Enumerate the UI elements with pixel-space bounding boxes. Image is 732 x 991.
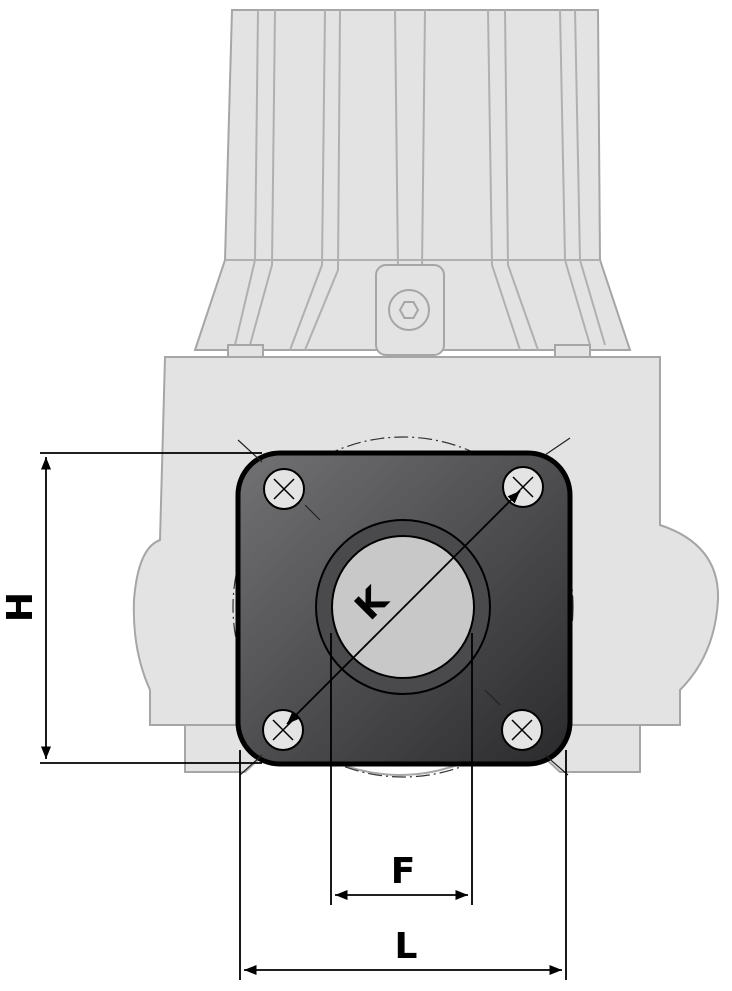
housing-ribs: [225, 9, 606, 351]
dimension-label-f: F: [391, 851, 416, 892]
dimension-lines: [40, 452, 567, 980]
hex-plug-icon: [388, 289, 430, 331]
dimension-label-l: L: [395, 926, 418, 967]
dimension-label-h: H: [0, 592, 41, 622]
bolt-circle: [232, 436, 574, 778]
